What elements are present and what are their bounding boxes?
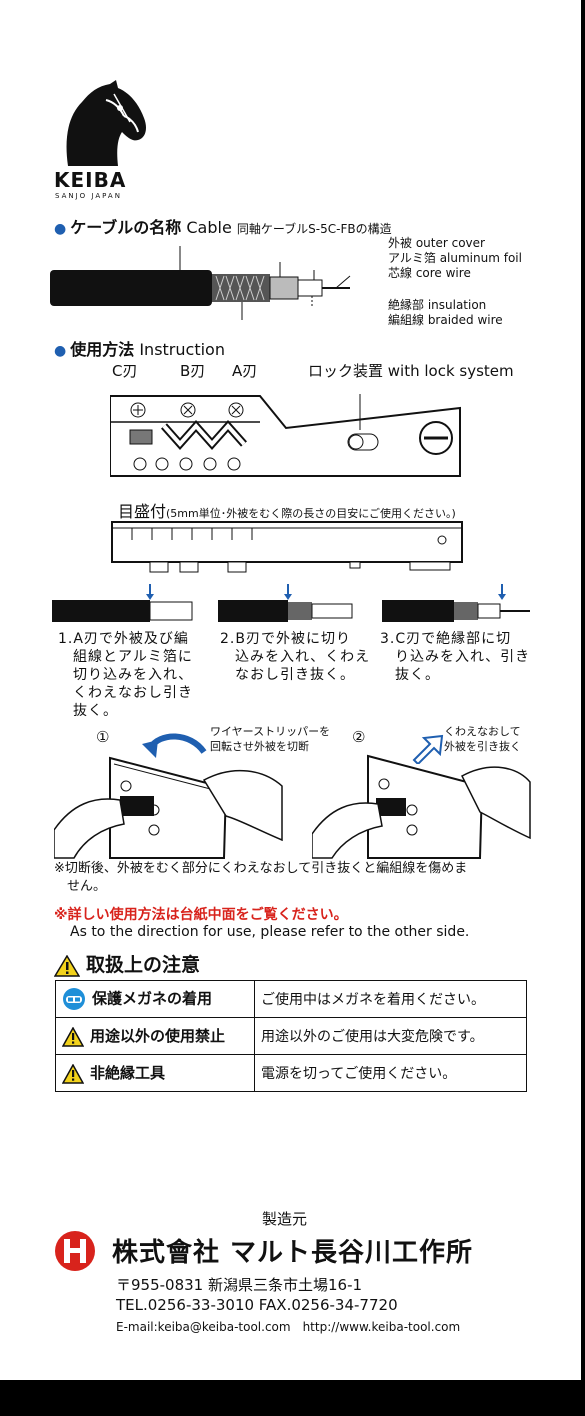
blade-label-b: B刃 xyxy=(180,362,206,380)
caution-row: 用途以外の使用禁止 用途以外のご使用は大変危険です。 xyxy=(55,1017,527,1055)
caution-row-text: ご使用中はメガネを着用ください。 xyxy=(254,980,527,1018)
instruction-card: KEIBA SANJO JAPAN ●ケーブルの名称 Cable 同軸ケーブルS… xyxy=(0,0,581,1380)
horse-logo-icon xyxy=(66,80,146,166)
goggles-icon xyxy=(63,988,85,1010)
figure-2-caption: くわえなおして 外被を引き抜く xyxy=(444,725,521,753)
cable-label-foil: アルミ箔 aluminum foil xyxy=(388,251,522,265)
cable-diagram xyxy=(50,246,351,320)
maker-label: 製造元 xyxy=(262,1210,308,1228)
cable-label-braided: 編組線 braided wire xyxy=(388,313,503,327)
warning-icon xyxy=(62,1063,84,1084)
lock-label: ロック装置 with lock system xyxy=(308,362,514,380)
maker-web: E-mail:keiba@keiba-tool.com http://www.k… xyxy=(116,1320,461,1334)
caution-row: 保護メガネの着用 ご使用中はメガネを着用ください。 xyxy=(55,980,527,1018)
scale-label: 目盛付(5mm単位･外被をむく際の長さの目安にご使用ください。) xyxy=(118,502,456,521)
stripping-results-diagram xyxy=(52,584,530,622)
caution-heading: 取扱上の注意 xyxy=(54,950,200,977)
pull-arrow-icon xyxy=(412,734,444,764)
warning-icon xyxy=(62,1026,84,1047)
figure-2-number: ② xyxy=(352,728,366,746)
cable-heading: ●ケーブルの名称 Cable 同軸ケーブルS-5C-FBの構造 xyxy=(54,218,392,237)
caution-row: 非絶縁工具 電源を切ってご使用ください。 xyxy=(55,1054,527,1092)
blade-label-c: C刃 xyxy=(112,362,138,380)
caution-row-label: 用途以外の使用禁止 xyxy=(55,1017,255,1055)
brand-name: KEIBA xyxy=(54,168,127,192)
english-note: As to the direction for use, please refe… xyxy=(70,924,470,940)
blade-label-a: A刃 xyxy=(232,362,258,380)
figure-1-number: ① xyxy=(96,728,110,746)
stripper-tool-drawing xyxy=(110,394,461,477)
red-note: ※詳しい使用方法は台紙中面をご覧ください。 xyxy=(54,907,348,923)
scale-side-drawing xyxy=(111,521,463,573)
step-1-text: 1.A刃で外被及び編 組線とアルミ箔に 切り込みを入れ、 くわえなおし引き 抜く… xyxy=(58,631,194,719)
maker-phone: TEL.0256-33-3010 FAX.0256-34-7720 xyxy=(116,1296,398,1314)
cable-label-insulation: 絶縁部 insulation xyxy=(388,298,487,312)
caution-row-text: 用途以外のご使用は大変危険です。 xyxy=(254,1017,527,1055)
bullet-icon: ● xyxy=(54,221,67,237)
company-logo-icon xyxy=(55,1231,95,1271)
cut-note: ※切断後、外被をむく部分にくわえなおして引き抜くと編組線を傷めま せん。 xyxy=(54,861,468,894)
maker-address: 〒955-0831 新潟県三条市土場16-1 xyxy=(116,1276,363,1294)
cable-label-outer: 外被 outer cover xyxy=(388,236,485,250)
company-name: 株式會社 マルト長谷川工作所 xyxy=(112,1238,474,1268)
step-3-text: 3.C刃で絶縁部に切 り込みを入れ、引き 抜く。 xyxy=(380,631,531,683)
instruction-heading: ●使用方法 Instruction xyxy=(54,340,225,359)
figure-2-hands-illustration xyxy=(312,754,531,859)
caution-table: 保護メガネの着用 ご使用中はメガネを着用ください。 用途以外の使用禁止 用途以外… xyxy=(55,980,527,1092)
caution-row-label: 非絶縁工具 xyxy=(55,1054,255,1092)
step-2-text: 2.B刃で外被に切り 込みを入れ、くわえ なおし引き抜く。 xyxy=(220,631,371,683)
rotate-arrow-icon xyxy=(142,733,207,758)
warning-icon xyxy=(54,954,80,977)
caution-row-label: 保護メガネの着用 xyxy=(55,980,255,1018)
figure-1-hands-illustration xyxy=(54,756,283,859)
figure-1-caption: ワイヤーストリッパーを 回転させ外被を切断 xyxy=(210,725,331,753)
cable-label-core: 芯線 core wire xyxy=(388,266,471,280)
bullet-icon: ● xyxy=(54,343,67,359)
brand-sub: SANJO JAPAN xyxy=(55,192,122,200)
caution-row-text: 電源を切ってご使用ください。 xyxy=(254,1054,527,1092)
